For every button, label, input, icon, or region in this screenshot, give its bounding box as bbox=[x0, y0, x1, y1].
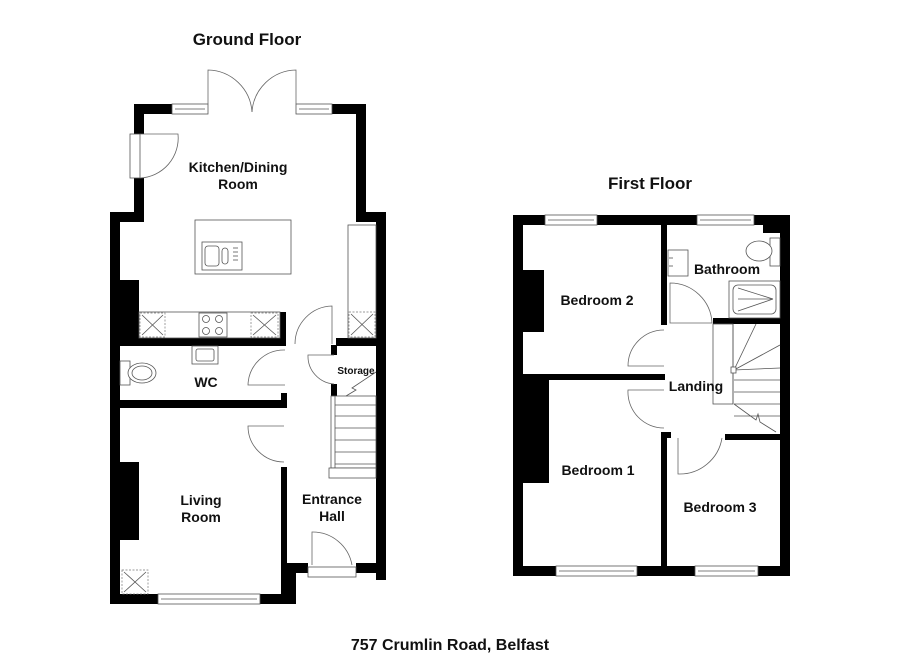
ground-floor-windows bbox=[157, 103, 357, 605]
first-floor-windows bbox=[544, 214, 759, 577]
room-label-kitchen: Kitchen/Dining bbox=[189, 159, 288, 175]
room-label-wc: WC bbox=[194, 374, 217, 390]
room-label-hall: Entrance bbox=[302, 491, 362, 507]
cupboard-x-icon bbox=[121, 569, 149, 595]
toilet-icon bbox=[119, 360, 157, 386]
cupboard-x-icon bbox=[139, 312, 279, 338]
tall-units bbox=[347, 224, 377, 339]
bathroom-basin-icon bbox=[667, 249, 689, 277]
ground-floor-plan: Ground Floor bbox=[110, 30, 386, 605]
ground-floor-title: Ground Floor bbox=[193, 30, 302, 49]
hob-icon bbox=[198, 312, 228, 338]
first-floor-fixtures bbox=[667, 237, 781, 433]
room-label-bedroom2: Bedroom 2 bbox=[560, 292, 633, 308]
room-label-bathroom: Bathroom bbox=[694, 261, 760, 277]
room-label-storage: Storage bbox=[337, 366, 375, 377]
room-label-living: Living bbox=[180, 492, 221, 508]
room-label-landing: Landing bbox=[669, 378, 723, 394]
room-label-hall-2: Hall bbox=[319, 508, 345, 524]
ground-floor-fixtures bbox=[119, 219, 377, 595]
first-floor-title: First Floor bbox=[608, 174, 692, 193]
room-label-bedroom1: Bedroom 1 bbox=[561, 462, 634, 478]
ground-floor-walls bbox=[110, 104, 386, 604]
room-label-living-2: Room bbox=[181, 509, 221, 525]
toilet-icon bbox=[745, 237, 781, 267]
shower-tray-icon bbox=[728, 280, 781, 319]
first-floor-plan: First Floor bbox=[513, 174, 790, 577]
stairs-icon bbox=[712, 323, 781, 433]
stairs-icon bbox=[328, 371, 377, 479]
first-floor-walls bbox=[513, 215, 790, 576]
room-label-bedroom3: Bedroom 3 bbox=[683, 499, 756, 515]
first-floor-doors bbox=[627, 282, 723, 475]
property-address: 757 Crumlin Road, Belfast bbox=[351, 637, 550, 654]
room-label-kitchen-2: Room bbox=[218, 176, 258, 192]
ground-floor-doors bbox=[129, 69, 353, 566]
